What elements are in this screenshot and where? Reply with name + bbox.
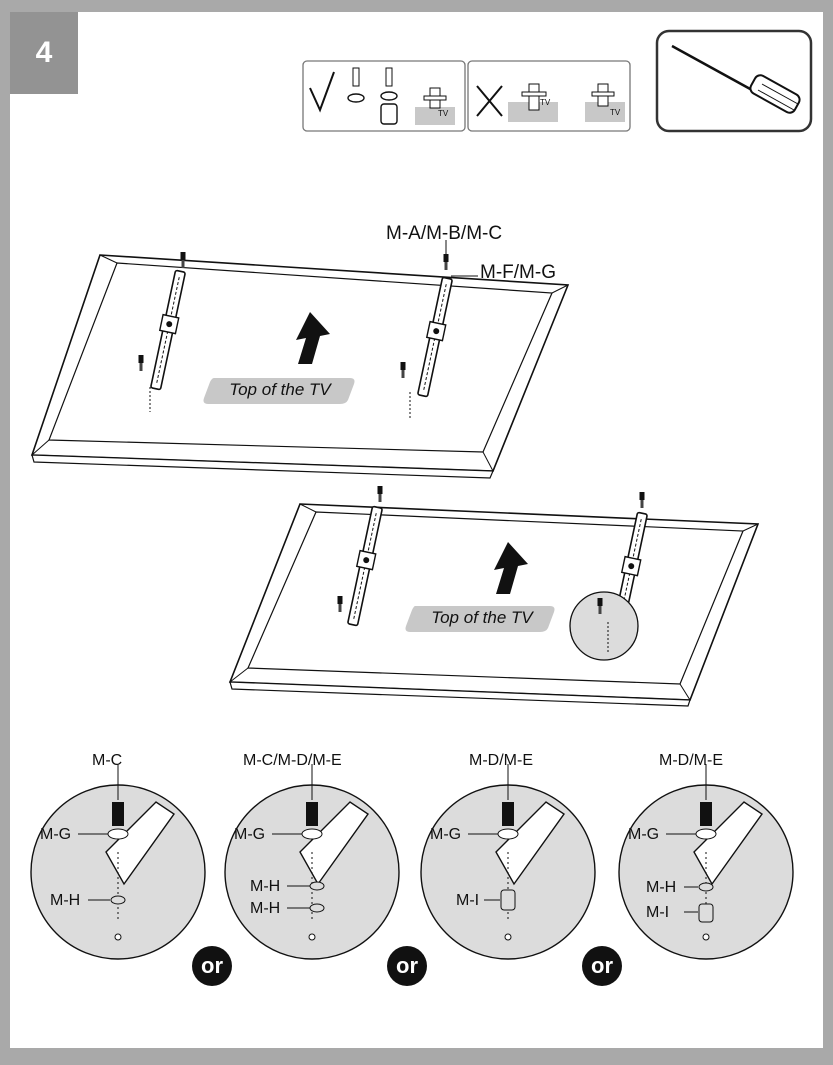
incorrect-hardware-panel <box>467 60 631 132</box>
detail-1-washer: M-G <box>40 826 72 843</box>
tv-mini-label-3: TV <box>610 108 621 117</box>
tv-panel-upper <box>30 240 570 479</box>
detail-diagrams <box>30 764 794 960</box>
detail-2-screw: M-C/M-D/M-E <box>243 752 342 769</box>
up-arrow-icon <box>296 312 330 364</box>
or-badge-2: or <box>387 946 427 986</box>
assembly-illustration <box>30 29 813 960</box>
step-number-box: 4 <box>10 12 78 94</box>
top-of-tv-tag-upper: Top of the TV <box>229 380 331 399</box>
instruction-page: 4 <box>10 12 823 1048</box>
detail-4-screw: M-D/M-E <box>659 752 723 769</box>
detail-4-spacer-1: M-H <box>646 879 677 896</box>
detail-callout-circle <box>569 591 639 661</box>
top-of-tv-tag-lower: Top of the TV <box>431 608 533 627</box>
detail-1-spacer-1: M-H <box>50 892 81 909</box>
correct-hardware-panel <box>302 60 466 132</box>
check-icon <box>309 71 335 113</box>
washer-label: M-F/M-G <box>480 262 556 283</box>
tv-panel-lower <box>228 486 760 707</box>
detail-2-washer: M-G <box>234 826 266 843</box>
detail-4-spacer-2: M-I <box>646 904 670 921</box>
detail-2-spacer-1: M-H <box>250 878 281 895</box>
detail-4-washer: M-G <box>628 826 660 843</box>
detail-2-spacer-2: M-H <box>250 900 281 917</box>
detail-3-spacer-1: M-I <box>456 892 480 909</box>
tv-mini-label-1: TV <box>438 109 449 118</box>
or-badge-3: or <box>582 946 622 986</box>
up-arrow-icon-2 <box>494 542 528 594</box>
cross-icon <box>476 85 503 117</box>
step-number: 4 <box>35 36 53 69</box>
screwdriver-icon <box>655 29 813 133</box>
detail-1-screw: M-C <box>92 752 123 769</box>
or-badge-1: or <box>192 946 232 986</box>
detail-3-washer: M-G <box>430 826 462 843</box>
screw-label: M-A/M-B/M-C <box>386 223 503 244</box>
detail-3-screw: M-D/M-E <box>469 752 533 769</box>
tv-mini-label-2: TV <box>540 98 551 107</box>
